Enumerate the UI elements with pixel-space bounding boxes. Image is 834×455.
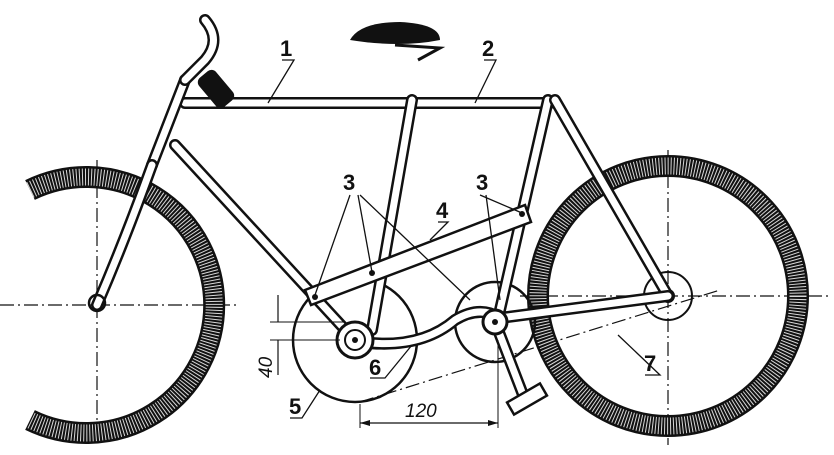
crank bbox=[335, 308, 549, 417]
dimension-40-text: 40 bbox=[256, 356, 277, 378]
leader-lines bbox=[267, 59, 662, 419]
handlebar bbox=[179, 14, 235, 109]
dimension-120: 120 bbox=[359, 340, 499, 428]
dimension-120-text: 120 bbox=[405, 401, 437, 422]
label-2: 2 bbox=[482, 36, 494, 61]
label-5: 5 bbox=[289, 394, 301, 419]
rear-wheel bbox=[527, 155, 809, 437]
dimension-40: 40 bbox=[256, 295, 345, 378]
label-6: 6 bbox=[369, 355, 381, 380]
bar-4 bbox=[303, 203, 533, 307]
label-3-right: 3 bbox=[476, 170, 488, 195]
front-wheel bbox=[25, 166, 226, 444]
label-4: 4 bbox=[436, 198, 449, 223]
label-7: 7 bbox=[644, 351, 656, 376]
label-3-left: 3 bbox=[343, 170, 355, 195]
label-1: 1 bbox=[280, 36, 292, 61]
saddle bbox=[350, 22, 446, 62]
